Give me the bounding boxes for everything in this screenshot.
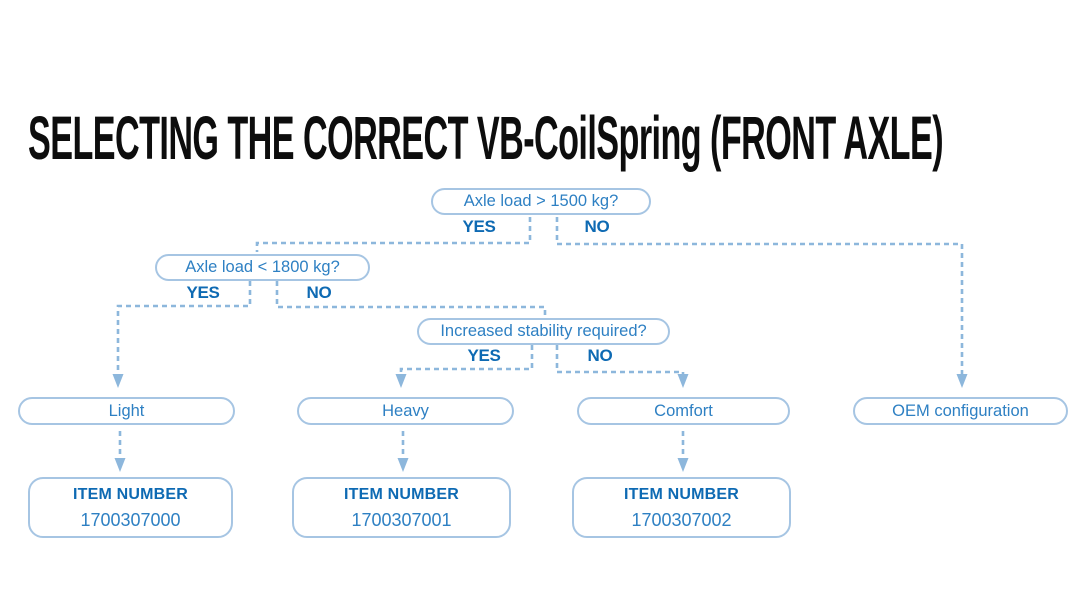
arrow-to-heavy-icon	[395, 374, 407, 388]
item-number-heading: ITEM NUMBER	[343, 485, 460, 503]
heavy-item-connector	[397, 431, 409, 472]
outcome-light: Light	[18, 397, 235, 425]
item-number-value: 1700307000	[80, 509, 181, 530]
outcome-oem-configuration: OEM configuration	[853, 397, 1068, 425]
decision1-yes-label: YES	[462, 217, 496, 236]
item-number-card-heavy: ITEM NUMBER 1700307001	[292, 477, 511, 538]
light-item-connector	[114, 431, 126, 472]
decision-axle-load-1800: Axle load < 1800 kg?	[155, 254, 370, 281]
decision-axle-load-1500: Axle load > 1500 kg?	[431, 188, 651, 215]
item-number-card-comfort: ITEM NUMBER 1700307002	[572, 477, 791, 538]
outcome-comfort: Comfort	[577, 397, 790, 425]
decision1-no-label: NO	[584, 217, 610, 236]
page-title: SELECTING THE CORRECT VB-CoilSpring (FRO…	[28, 103, 944, 172]
arrow-to-item1-icon	[114, 458, 126, 472]
arrow-to-item3-icon	[677, 458, 689, 472]
item-number-heading: ITEM NUMBER	[623, 485, 740, 503]
decision-increased-stability: Increased stability required?	[417, 318, 670, 345]
decision3-yes-label: YES	[467, 346, 501, 365]
arrow-to-item2-icon	[397, 458, 409, 472]
decision2-yes-label: YES	[186, 283, 220, 302]
decision2-no-label: NO	[306, 283, 332, 302]
arrow-to-light-icon	[112, 374, 124, 388]
comfort-item-connector	[677, 431, 689, 472]
item-number-value: 1700307001	[351, 509, 452, 530]
item-number-heading: ITEM NUMBER	[72, 485, 189, 503]
decision3-no-label: NO	[587, 346, 613, 365]
arrow-to-comfort-icon	[677, 374, 689, 388]
item-number-card-light: ITEM NUMBER 1700307000	[28, 477, 233, 538]
item-number-value: 1700307002	[631, 509, 732, 530]
arrow-to-oem-icon	[956, 374, 968, 388]
outcome-heavy: Heavy	[297, 397, 514, 425]
